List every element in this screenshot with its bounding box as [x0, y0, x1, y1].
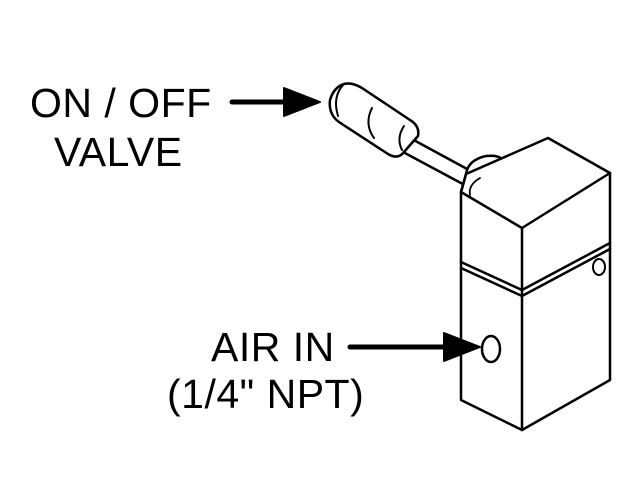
arrow-to-air-inlet — [347, 332, 481, 362]
block-seam — [459, 241, 612, 298]
air-inlet-port — [480, 334, 502, 364]
side-hole — [592, 258, 606, 276]
arrow-to-lever — [229, 87, 321, 117]
valve-label-line1: ON / OFF — [30, 80, 212, 126]
air-in-label-line1: AIR IN — [211, 324, 335, 370]
valve-label-line2: VALVE — [54, 129, 183, 175]
lever-knob — [328, 82, 420, 158]
air-in-label-line2: (1/4" NPT) — [167, 371, 365, 417]
